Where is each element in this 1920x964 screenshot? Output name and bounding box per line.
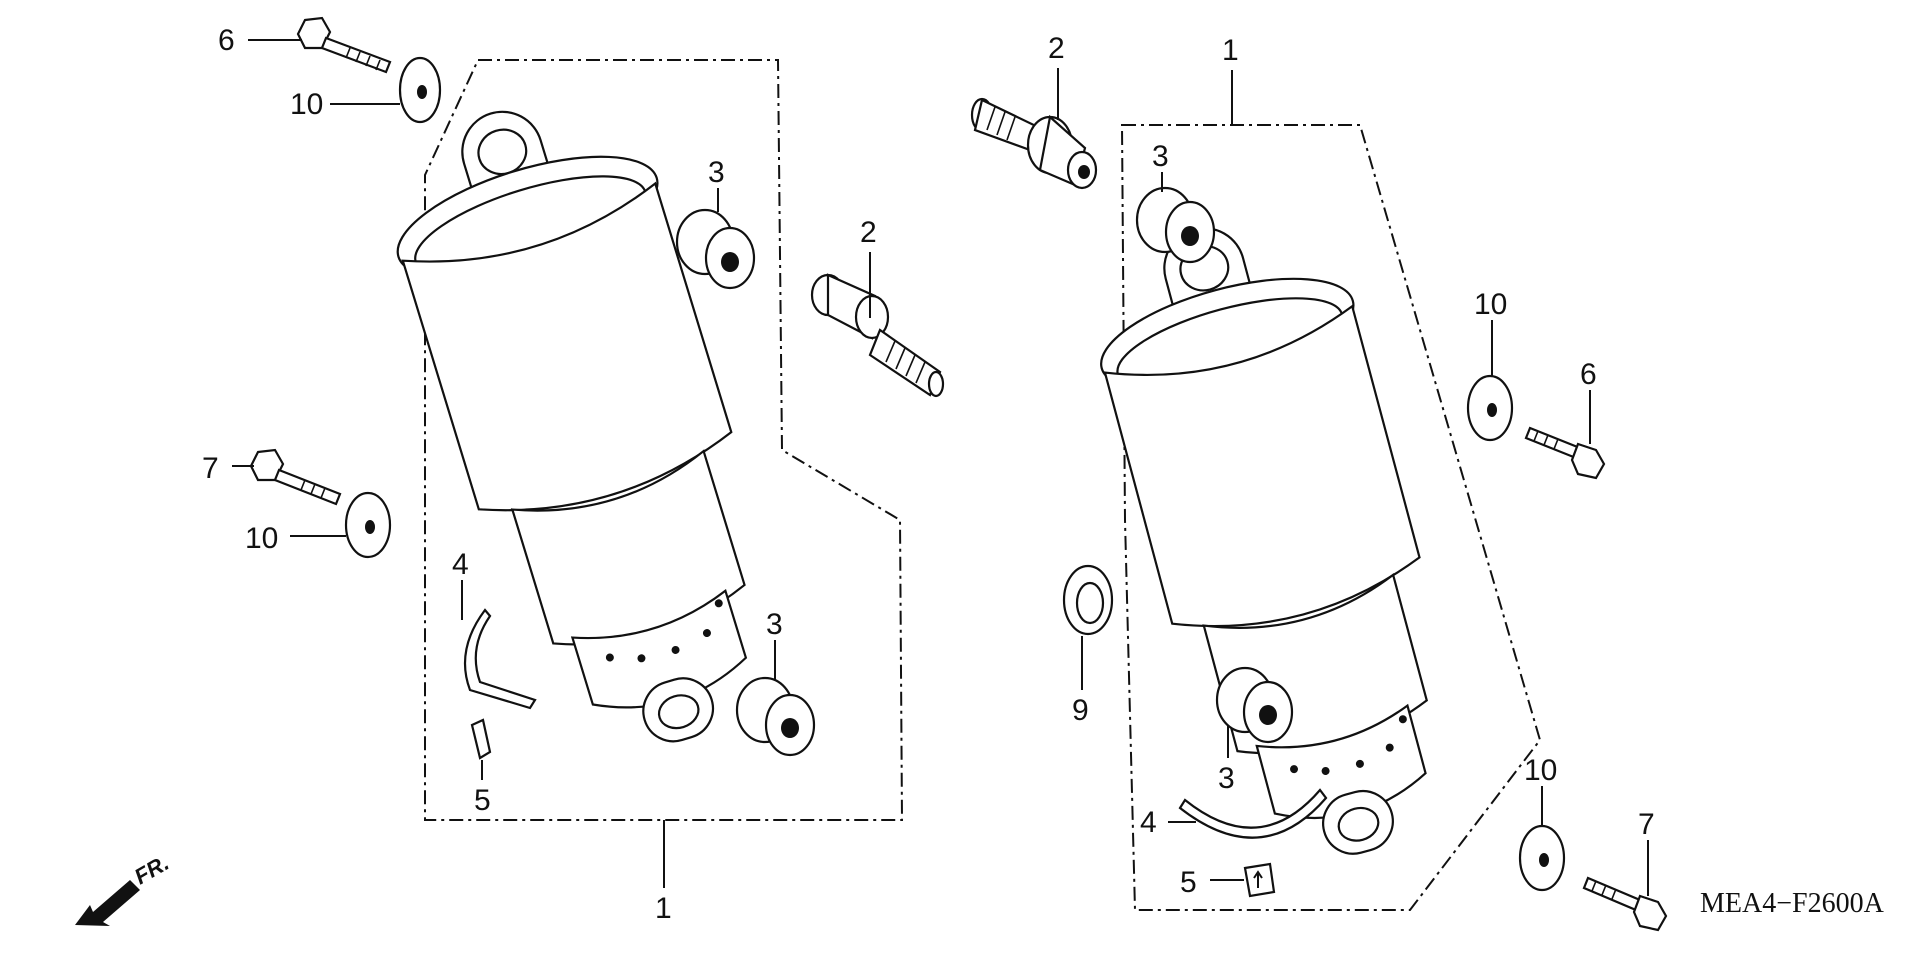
callout-right-10-top: 10 <box>1474 288 1507 321</box>
callout-right-4: 4 <box>1140 806 1157 839</box>
leader-lines <box>232 39 1649 896</box>
right-washer-9 <box>1062 564 1114 636</box>
callout-left-10-mid: 10 <box>245 522 278 555</box>
callout-labels: 6 10 7 10 4 5 1 3 3 2 2 1 3 10 6 9 3 4 5… <box>202 24 1655 925</box>
callout-left-5: 5 <box>474 784 491 817</box>
center-stud-upper <box>970 97 1098 190</box>
left-shock-absorber <box>396 110 748 743</box>
right-washer-bottom <box>1518 824 1566 892</box>
callout-right-5: 5 <box>1180 866 1197 899</box>
front-direction-label: FR. <box>130 850 173 889</box>
callout-right-9: 9 <box>1072 694 1089 727</box>
left-label-tag <box>470 718 492 760</box>
callout-right-7: 7 <box>1638 808 1655 841</box>
callout-right-1: 1 <box>1222 34 1239 67</box>
right-bushing-top <box>1135 186 1216 264</box>
left-bushing-top <box>675 208 756 290</box>
callout-right-10-bottom: 10 <box>1524 754 1557 787</box>
right-bolt-bottom <box>1582 876 1668 932</box>
callout-left-7: 7 <box>202 452 219 485</box>
center-stud-lower <box>810 273 945 398</box>
callout-right-3-top: 3 <box>1152 140 1169 173</box>
callout-left-1: 1 <box>655 892 672 925</box>
right-washer-top <box>1466 374 1514 442</box>
callout-left-10-top: 10 <box>290 88 323 121</box>
right-bushing-bottom <box>1215 666 1294 744</box>
callout-right-6: 6 <box>1580 358 1597 391</box>
callout-right-3-bottom: 3 <box>1218 762 1235 795</box>
callout-left-3-bottom: 3 <box>766 608 783 641</box>
left-bolt-mid <box>249 448 342 506</box>
left-bushing-bottom <box>735 676 816 757</box>
front-direction-arrow: FR. <box>75 850 173 926</box>
right-clip <box>1178 788 1328 839</box>
callout-left-4: 4 <box>452 548 469 581</box>
right-shock-absorber <box>1100 227 1429 855</box>
callout-center-2-upper: 2 <box>1048 32 1065 65</box>
right-bolt-top <box>1524 426 1606 480</box>
right-label-tag <box>1243 862 1276 898</box>
diagram-code: MEA4−F2600A <box>1700 888 1885 919</box>
left-clip <box>463 608 537 710</box>
left-washer-mid <box>344 491 392 559</box>
callout-center-2-lower: 2 <box>860 216 877 249</box>
left-bolt-top <box>296 16 392 74</box>
right-assembly-boundary <box>1120 124 1542 911</box>
left-washer-top <box>398 56 442 124</box>
callout-left-6: 6 <box>218 24 235 57</box>
callout-left-3-top: 3 <box>708 156 725 189</box>
